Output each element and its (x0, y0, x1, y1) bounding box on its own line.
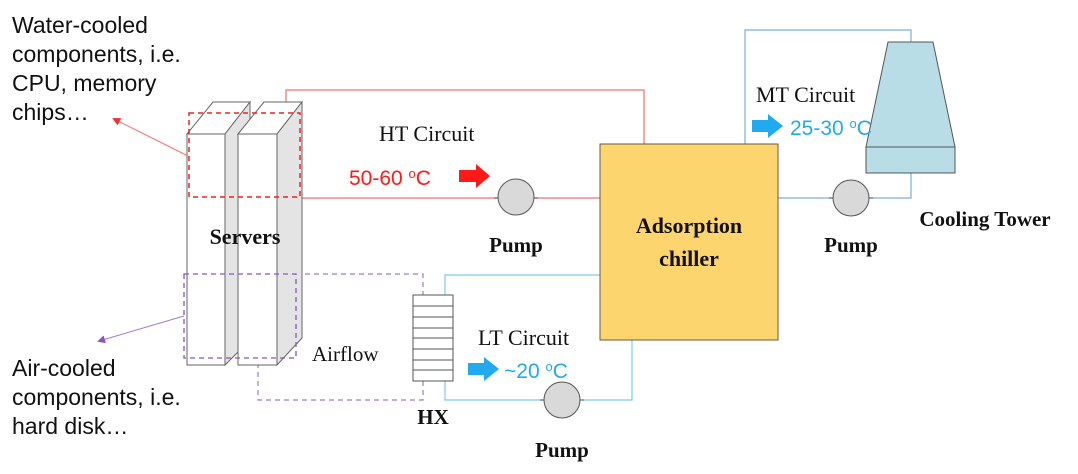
water-cooled-callout-arrow (112, 118, 189, 157)
chiller-label-line2: chiller (659, 246, 719, 271)
lt-circuit-label: LT Circuit (478, 325, 569, 350)
water-cooled-region (188, 112, 301, 198)
mt-circuit-label: MT Circuit (756, 82, 855, 107)
pump-mt-label: Pump (824, 233, 878, 257)
mt-flow-arrow-icon (752, 114, 783, 138)
cooling-tower (865, 41, 956, 174)
pump-mt (829, 179, 873, 217)
pump-lt (540, 381, 584, 419)
mt-circuit-loop (744, 29, 912, 199)
air-cooled-label: Air-cooled components, i.e. hard disk… (12, 355, 187, 439)
pump-ht-label: Pump (489, 233, 543, 257)
ht-temperature-label: 50-60 oC (349, 166, 431, 190)
chiller-label-line1: Adsorption (636, 213, 742, 238)
air-cooled-region (183, 273, 297, 359)
lt-circuit-loop (444, 274, 633, 401)
cooling-tower-label: Cooling Tower (919, 207, 1050, 231)
mt-temperature-label: 25-30 oC (790, 116, 872, 140)
hx-label: HX (417, 405, 449, 429)
water-cooled-label: Water-cooled components, i.e. CPU, memor… (12, 12, 187, 125)
pump-lt-label: Pump (535, 438, 589, 462)
ht-flow-arrow-icon (459, 164, 490, 188)
lt-flow-arrow-icon (468, 357, 499, 381)
ht-circuit-loop (285, 89, 645, 199)
air-cooled-callout-arrow (97, 315, 185, 344)
servers-label: Servers (210, 224, 281, 249)
airflow-loop (257, 273, 424, 401)
lt-temperature-label: ~20 oC (504, 359, 568, 383)
airflow-label: Airflow (312, 342, 379, 366)
heat-exchanger (412, 294, 454, 382)
ht-circuit-label: HT Circuit (379, 121, 475, 146)
adsorption-chiller (599, 143, 779, 341)
pump-ht (494, 178, 538, 216)
